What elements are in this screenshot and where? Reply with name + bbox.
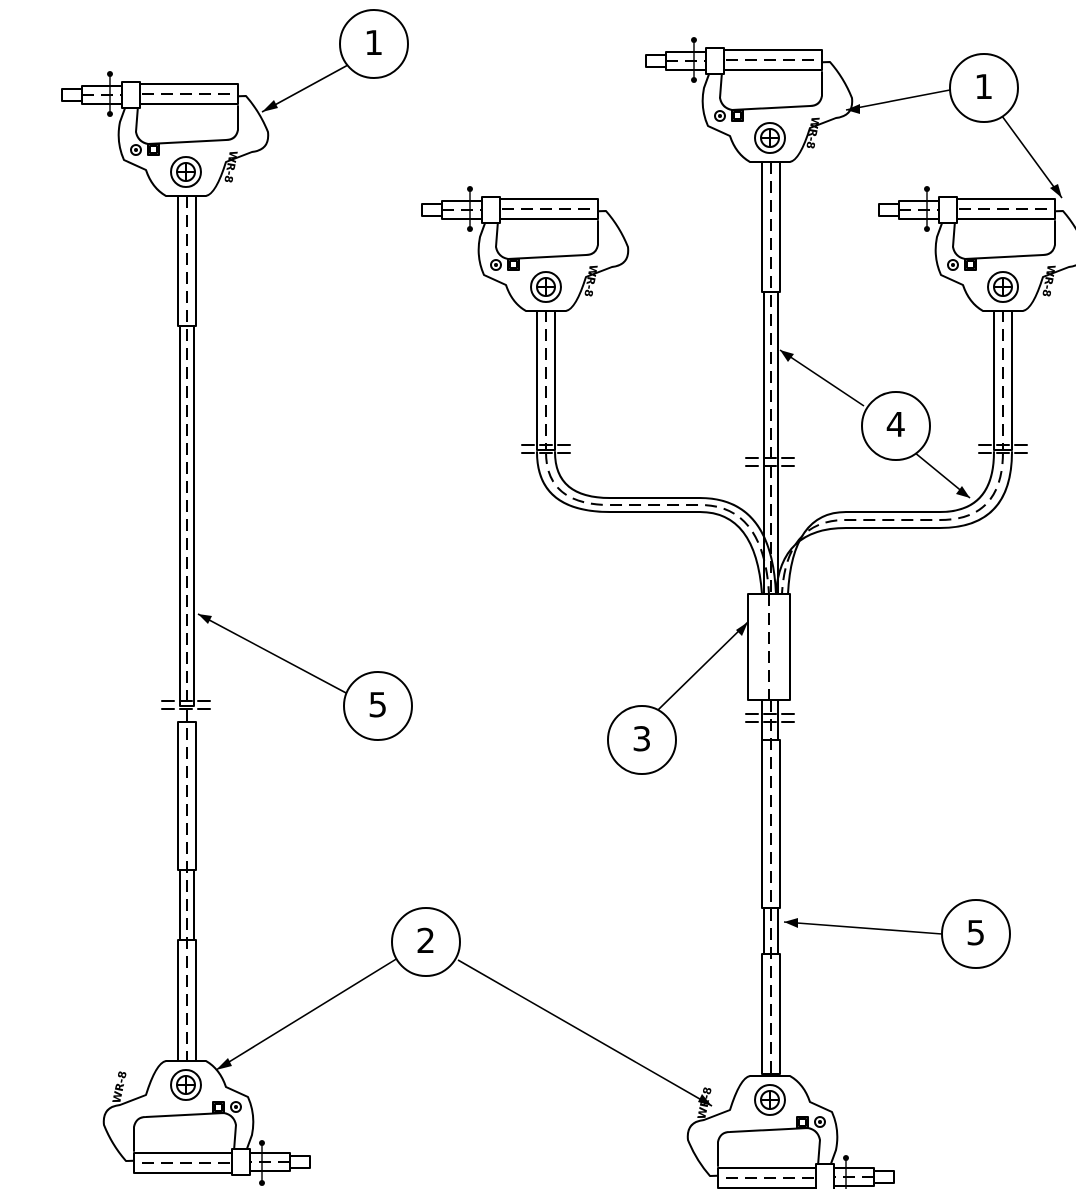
svg-text:1: 1 — [973, 68, 995, 108]
right-bottom-clamp — [686, 1075, 895, 1189]
left-assembly — [61, 70, 311, 1187]
svg-text:2: 2 — [415, 922, 437, 962]
clamp-marking: WR-8 — [221, 149, 240, 184]
callout-4: 4 — [861, 391, 931, 461]
svg-text:4: 4 — [885, 406, 907, 446]
clamp-marking: WR-8 — [803, 115, 822, 150]
callout-3: 3 — [607, 705, 677, 775]
clamp-marking: WR-8 — [110, 1070, 130, 1105]
clamp-markings: WR-8 WR-8 WR-8 WR-8 WR-8 WR-8 — [110, 115, 1058, 1120]
left-bottom-clamp — [102, 1060, 311, 1187]
callout-5-left: 5 — [343, 671, 413, 741]
svg-text:5: 5 — [965, 914, 987, 954]
clamp-marking: WR-8 — [695, 1086, 715, 1121]
callout-5-right: 5 — [941, 899, 1011, 969]
clamp-marking: WR-8 — [1039, 263, 1058, 298]
clamp-marking: WR-8 — [581, 263, 600, 298]
svg-text:1: 1 — [363, 24, 385, 64]
svg-text:5: 5 — [367, 686, 389, 726]
callout-1-left: 1 — [339, 9, 409, 79]
right-top-clamp — [645, 36, 854, 163]
right-assembly — [421, 36, 1076, 1189]
left-top-clamp — [61, 70, 270, 197]
callout-1-right: 1 — [949, 53, 1019, 123]
svg-text:3: 3 — [631, 720, 653, 760]
right-left-branch-clamp — [421, 185, 630, 312]
leader-lines — [197, 64, 1063, 1107]
callout-2: 2 — [391, 907, 461, 977]
